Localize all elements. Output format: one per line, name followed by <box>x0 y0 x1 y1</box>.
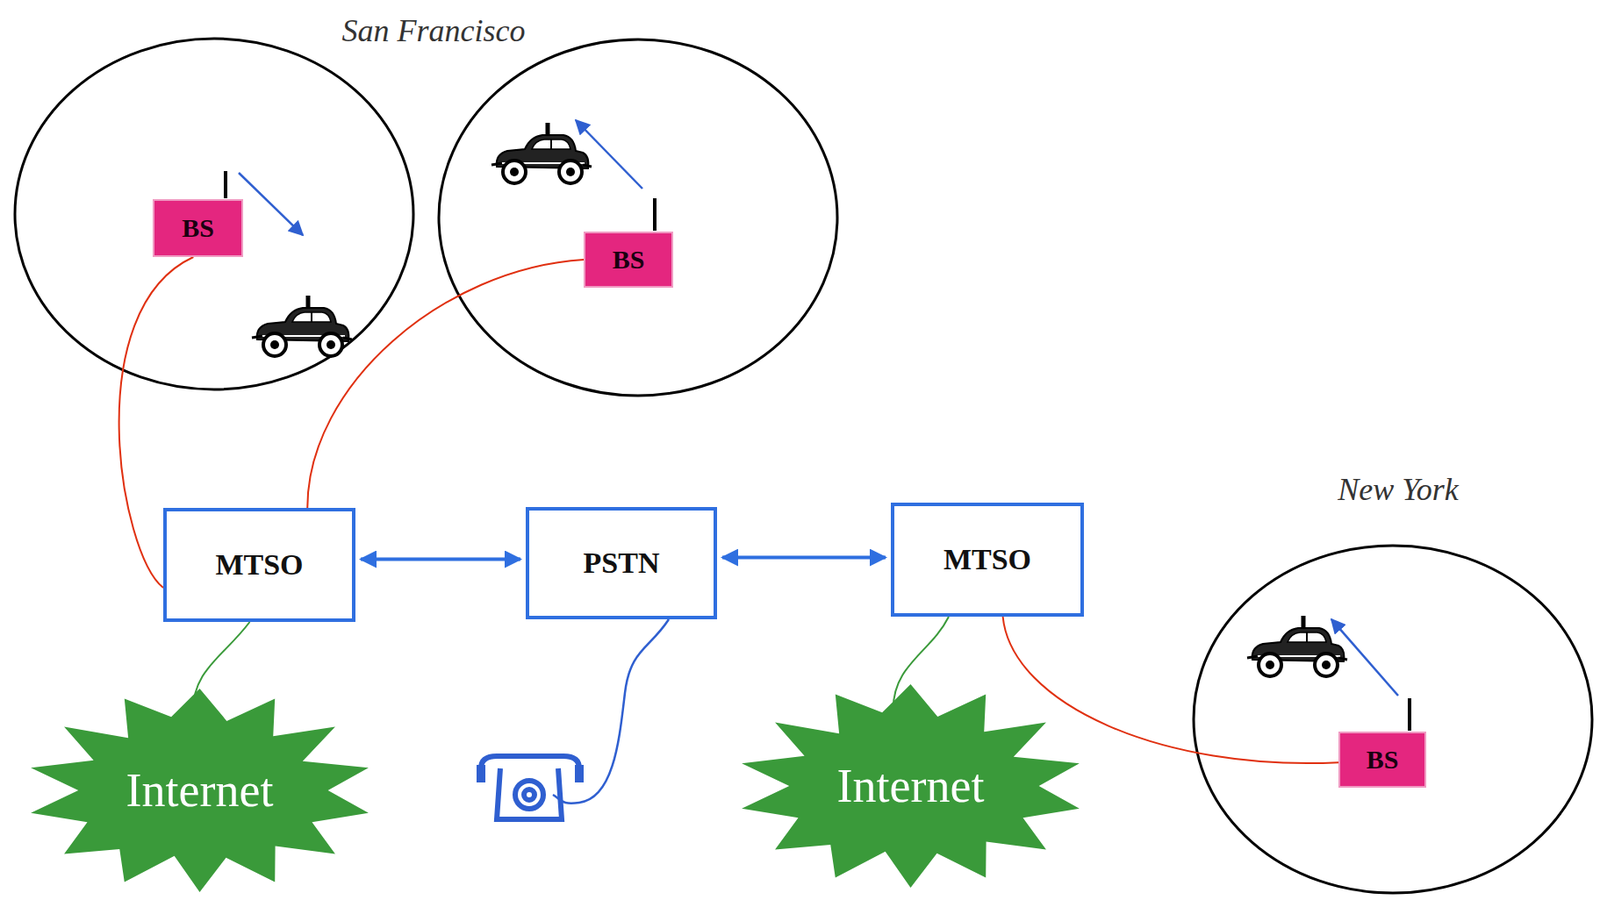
box-label: BS <box>612 244 646 275</box>
connector <box>360 558 521 562</box>
car <box>491 122 592 184</box>
box-label: BS <box>181 213 215 244</box>
car <box>1247 616 1348 677</box>
phone-wire <box>552 619 669 804</box>
box-label: MTSO <box>943 543 1032 577</box>
cell-circle <box>14 38 414 390</box>
telephone <box>480 756 580 820</box>
network-box: PSTN <box>525 507 718 620</box>
connector <box>1003 617 1339 764</box>
cloud-label: Internet <box>837 759 985 814</box>
radio-link <box>238 172 303 236</box>
antenna <box>1407 698 1412 732</box>
star-fill <box>741 684 1080 889</box>
internet-cloud: Internet <box>737 684 1084 889</box>
car <box>251 295 352 357</box>
switching-office-box: MTSO <box>163 508 356 623</box>
city-label: San Francisco <box>342 12 526 50</box>
box-label: PSTN <box>583 546 661 581</box>
connector <box>307 259 584 509</box>
city-label: New York <box>1337 471 1459 509</box>
cell-circle <box>1193 545 1593 894</box>
star-fill <box>30 688 369 893</box>
box-label: BS <box>1366 745 1400 775</box>
connector <box>722 556 886 560</box>
base-station: BS <box>152 199 244 258</box>
box-label: MTSO <box>215 548 303 582</box>
cell-circle <box>438 39 838 396</box>
internet-cloud: Internet <box>26 688 374 893</box>
base-station: BS <box>1338 731 1427 789</box>
cloud-label: Internet <box>126 763 274 818</box>
base-station: BS <box>583 231 674 288</box>
antenna <box>652 198 657 231</box>
switching-office-box: MTSO <box>890 502 1084 618</box>
antenna <box>223 171 228 199</box>
